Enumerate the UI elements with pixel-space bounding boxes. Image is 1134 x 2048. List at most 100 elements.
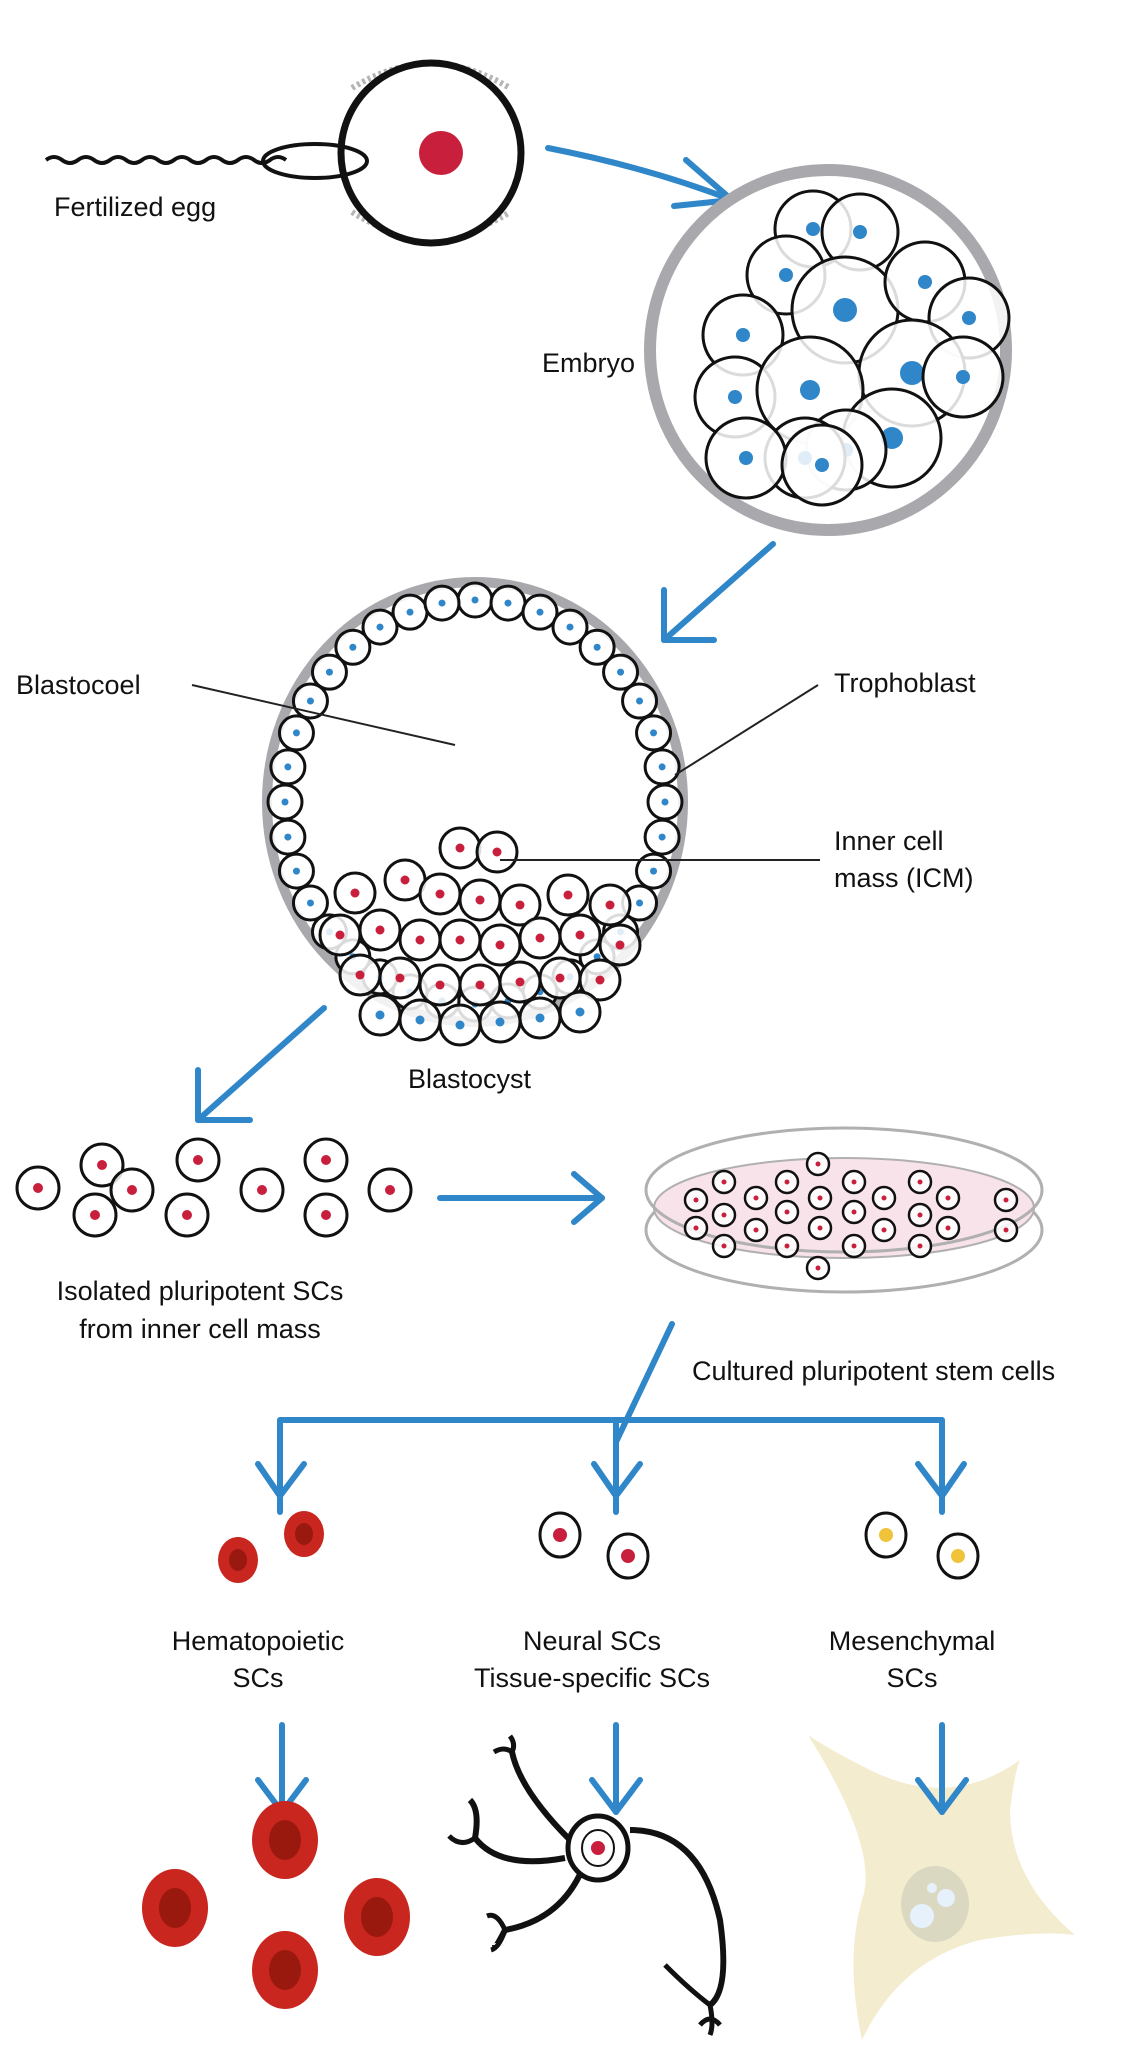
icm-cell bbox=[598, 923, 642, 967]
icm-cell bbox=[478, 923, 522, 967]
isolated-cell bbox=[15, 1165, 61, 1211]
isolated-cell bbox=[109, 1167, 155, 1213]
blastocoel-label: Blastocoel bbox=[16, 670, 141, 700]
embryo-label: Embryo bbox=[542, 348, 635, 378]
red-blood-cells-icon bbox=[142, 1801, 410, 2009]
icm-cell bbox=[498, 883, 542, 927]
cultured-cell bbox=[774, 1233, 800, 1259]
blastocyst: Blastocoel Trophoblast Inner cell mass (… bbox=[16, 577, 976, 1094]
trophoblast-cell bbox=[277, 852, 315, 890]
icm-cell bbox=[333, 871, 377, 915]
cultured-cell bbox=[841, 1199, 867, 1225]
isolated-cell bbox=[175, 1137, 221, 1183]
cultured-cell bbox=[907, 1202, 933, 1228]
cultured-cell bbox=[774, 1199, 800, 1225]
trophoblast-cell bbox=[621, 682, 659, 720]
icm-cell bbox=[438, 1003, 482, 1047]
hematopoietic-label-line2: SCs bbox=[232, 1663, 283, 1693]
icm-cell bbox=[475, 830, 519, 874]
trophoblast-cell bbox=[602, 653, 640, 691]
icm-cell bbox=[318, 913, 362, 957]
trophoblast-cell bbox=[391, 593, 429, 631]
hematopoietic-sc-icons bbox=[218, 1511, 324, 1583]
isolated-label-line2: from inner cell mass bbox=[79, 1314, 321, 1344]
sperm-tail bbox=[44, 155, 288, 165]
icm-cell bbox=[498, 960, 542, 1004]
trophoblast-cell bbox=[578, 628, 616, 666]
trophoblast-cell bbox=[269, 748, 307, 786]
icm-cell bbox=[458, 878, 502, 922]
cultured-cell bbox=[841, 1169, 867, 1195]
embryo-cell bbox=[780, 423, 864, 507]
trophoblast-cell bbox=[423, 584, 461, 622]
branch-mesenchymal: Mesenchymal SCs bbox=[808, 1511, 1075, 2040]
neural-label-line2: Tissue-specific SCs bbox=[474, 1663, 710, 1693]
neural-label-line1: Neural SCs bbox=[523, 1626, 661, 1656]
trophoblast-cell bbox=[635, 852, 673, 890]
cultured-cell bbox=[805, 1151, 831, 1177]
trophoblast-cell bbox=[646, 783, 684, 821]
zona-pellucida-top bbox=[350, 61, 512, 91]
icm-cell bbox=[338, 953, 382, 997]
arrow-embryo-to-blastocyst bbox=[661, 541, 776, 643]
cultured-cell bbox=[805, 1255, 831, 1281]
cultured-cell bbox=[807, 1215, 833, 1241]
isolated-cell bbox=[239, 1167, 285, 1213]
sperm-head bbox=[261, 142, 369, 180]
neuron-icon bbox=[447, 1734, 727, 2036]
cultured-cell bbox=[774, 1169, 800, 1195]
icm-label-line2: mass (ICM) bbox=[834, 863, 973, 893]
branch-hematopoietic: Hematopoietic SCs bbox=[142, 1511, 410, 2009]
arrow-egg-to-embryo bbox=[545, 145, 735, 209]
isolated-label-line1: Isolated pluripotent SCs bbox=[57, 1276, 344, 1306]
trophoblast-cell bbox=[521, 593, 559, 631]
mesenchymal-label-line2: SCs bbox=[886, 1663, 937, 1693]
cultured-cell bbox=[993, 1187, 1019, 1213]
trophoblast-label: Trophoblast bbox=[834, 668, 976, 698]
icm-label-line1: Inner cell bbox=[834, 826, 944, 856]
cultured-cell bbox=[907, 1233, 933, 1259]
isolated-cell bbox=[303, 1137, 349, 1183]
fertilized-egg: Fertilized egg bbox=[44, 59, 525, 247]
trophoblast-pointer bbox=[674, 684, 819, 776]
cultured-cell bbox=[683, 1215, 709, 1241]
branch-arrows bbox=[255, 1321, 967, 1515]
blastocoel-pointer bbox=[191, 684, 456, 746]
icm-cell bbox=[398, 998, 442, 1042]
cultured-cell bbox=[711, 1233, 737, 1259]
cultured-cell bbox=[743, 1185, 769, 1211]
branch-neural: Neural SCs Tissue-specific SCs bbox=[447, 1511, 727, 2036]
culture-dish bbox=[644, 1126, 1044, 1294]
isolated-pluripotent-cells bbox=[15, 1137, 413, 1238]
embryo-cell bbox=[921, 335, 1005, 419]
trophoblast-cell bbox=[334, 628, 372, 666]
icm-cell bbox=[438, 826, 482, 870]
trophoblast-cell bbox=[310, 653, 348, 691]
fertilized-egg-label: Fertilized egg bbox=[54, 192, 216, 222]
icm-cell bbox=[518, 996, 562, 1040]
isolated-cell bbox=[72, 1192, 118, 1238]
mesenchymal-sc-icons bbox=[864, 1511, 980, 1580]
icm-cell bbox=[558, 990, 602, 1034]
isolated-cell bbox=[367, 1167, 413, 1213]
trophoblast-cell bbox=[551, 608, 589, 646]
embryo-cells bbox=[693, 189, 1011, 507]
egg-nucleus bbox=[419, 131, 463, 175]
icm-cell bbox=[588, 883, 632, 927]
cultured-cell bbox=[743, 1217, 769, 1243]
cultured-cell bbox=[807, 1185, 833, 1211]
cultured-cell bbox=[711, 1202, 737, 1228]
trophoblast-cell bbox=[266, 783, 304, 821]
icm-cell bbox=[558, 913, 602, 957]
trophoblast-cell bbox=[277, 714, 315, 752]
neural-sc-icons bbox=[538, 1511, 650, 1580]
trophoblast-cell bbox=[635, 714, 673, 752]
cultured-cell bbox=[683, 1187, 709, 1213]
arrow-isolated-to-dish bbox=[437, 1171, 605, 1225]
cultured-cell bbox=[993, 1217, 1019, 1243]
trophoblast-cell bbox=[269, 818, 307, 856]
icm-cell bbox=[358, 908, 402, 952]
mesenchymal-label-line1: Mesenchymal bbox=[829, 1626, 996, 1656]
blastocyst-label: Blastocyst bbox=[408, 1064, 532, 1094]
